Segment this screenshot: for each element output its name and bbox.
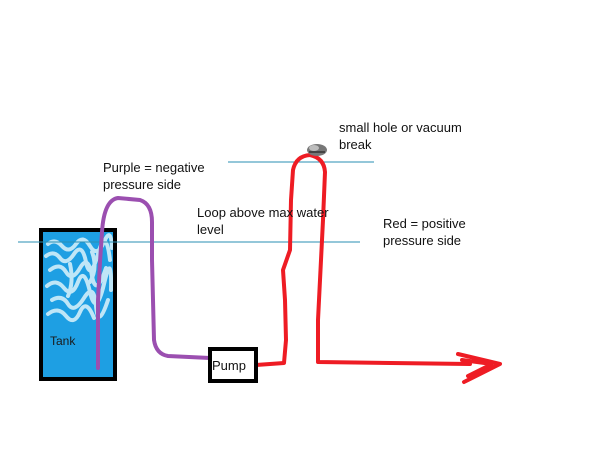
vacuum-break-label: small hole or vacuum break bbox=[339, 119, 462, 153]
negative-pressure-label: Purple = negative pressure side bbox=[103, 159, 205, 193]
vacuum-break-label-line1: small hole or vacuum bbox=[339, 120, 462, 135]
negative-pressure-label-line2: pressure side bbox=[103, 177, 182, 192]
positive-pressure-label: Red = positive pressure side bbox=[383, 215, 466, 249]
loop-level-label-line2: level bbox=[197, 222, 224, 237]
vacuum-break-icon bbox=[307, 144, 327, 156]
positive-pressure-label-line2: pressure side bbox=[383, 233, 462, 248]
pump-label: Pump bbox=[212, 358, 246, 373]
positive-pressure-label-line1: Red = positive bbox=[383, 216, 466, 231]
pump-box bbox=[208, 347, 258, 383]
negative-pressure-pipe bbox=[96, 196, 212, 370]
tank-outline bbox=[39, 228, 117, 381]
positive-pressure-pipe bbox=[254, 153, 472, 367]
flow-arrow-head bbox=[456, 352, 502, 384]
tank bbox=[39, 228, 117, 381]
water-surface-squiggles bbox=[44, 233, 114, 323]
loop-level-label-line1: Loop above max water bbox=[197, 205, 329, 220]
negative-pressure-label-line1: Purple = negative bbox=[103, 160, 205, 175]
tank-label: Tank bbox=[50, 334, 76, 348]
loop-level-label: Loop above max water level bbox=[197, 204, 329, 238]
vacuum-break-label-line2: break bbox=[339, 137, 372, 152]
